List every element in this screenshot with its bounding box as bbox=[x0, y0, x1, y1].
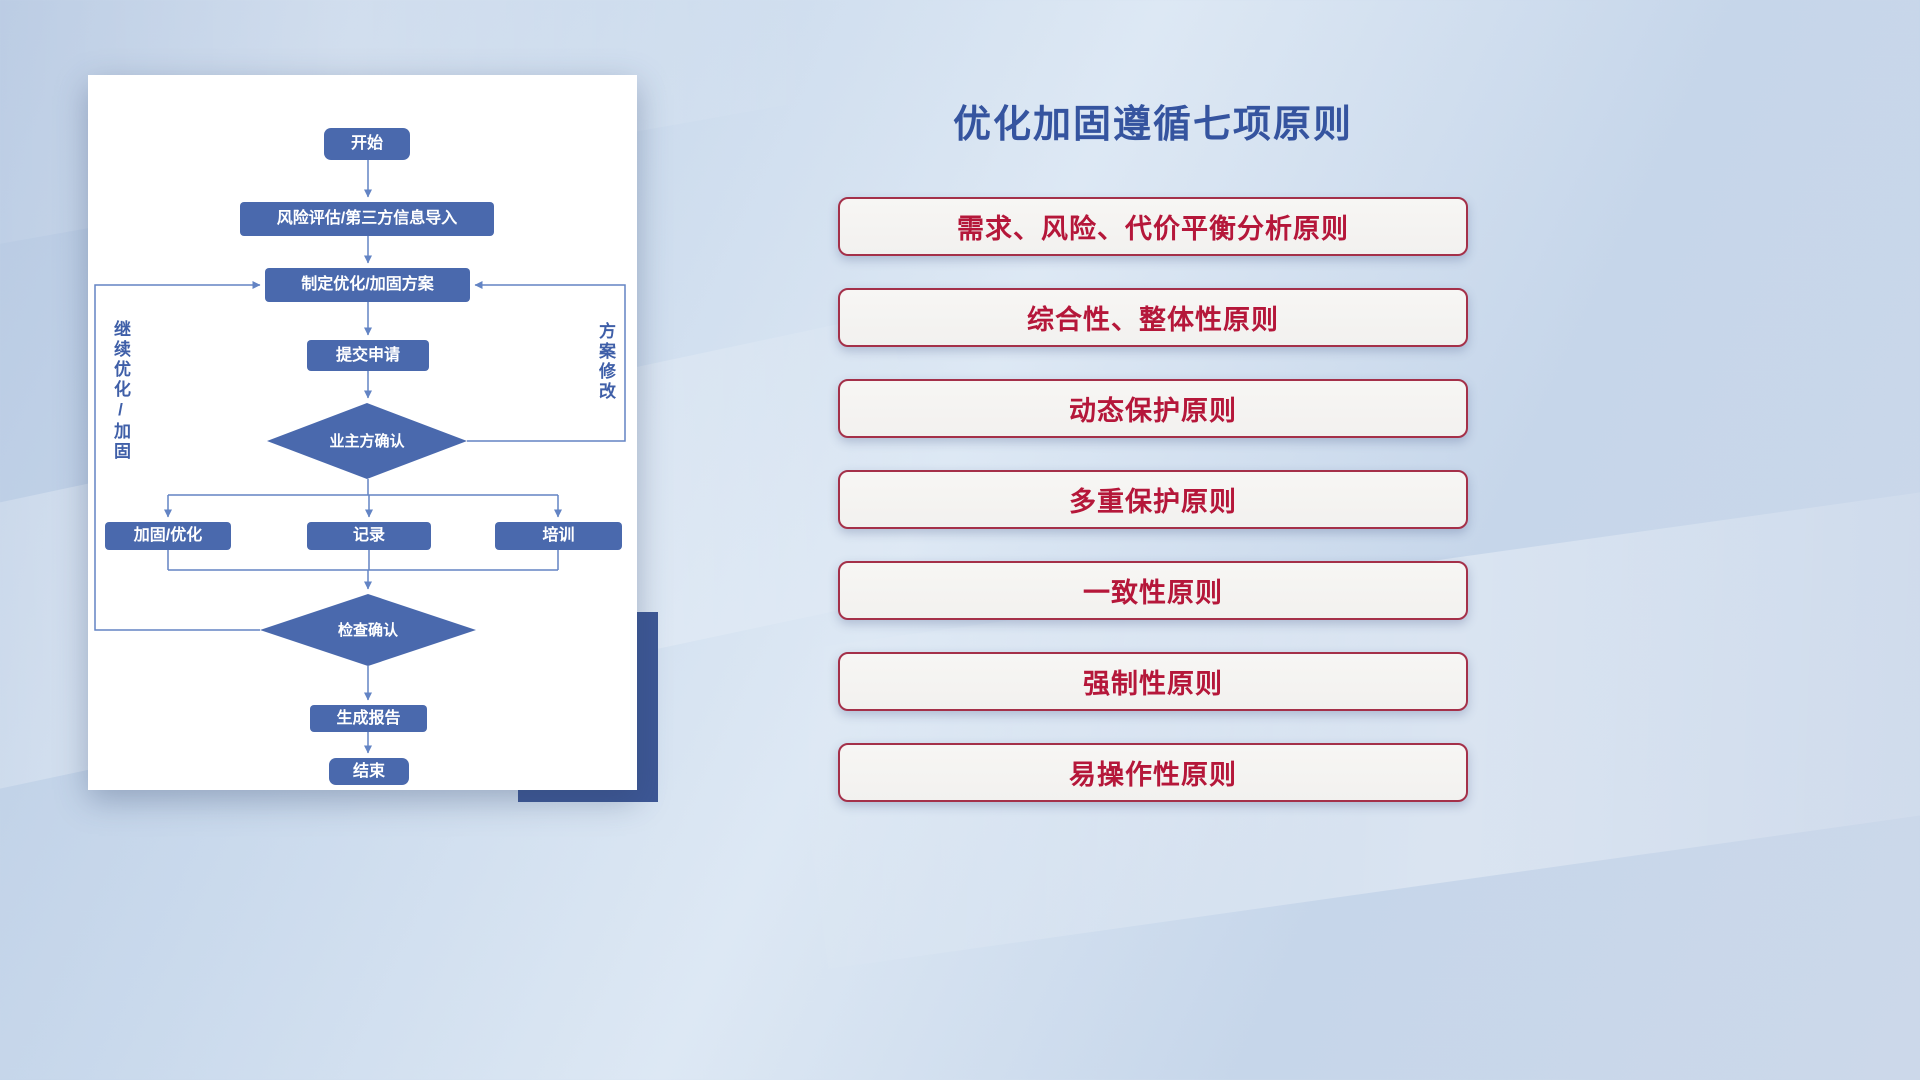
principle-text: 强制性原则 bbox=[1083, 669, 1223, 699]
flow-node-report: 生成报告 bbox=[310, 705, 427, 732]
flow-node-training: 培训 bbox=[495, 522, 622, 550]
flowchart-card: 开始 风险评估/第三方信息导入 制定优化/加固方案 提交申请 业主方确认 加固/… bbox=[88, 75, 637, 790]
principle-card: 一致性原则 bbox=[838, 561, 1468, 620]
principle-card: 多重保护原则 bbox=[838, 470, 1468, 529]
principle-card: 综合性、整体性原则 bbox=[838, 288, 1468, 347]
flow-node-make-plan: 制定优化/加固方案 bbox=[265, 268, 470, 302]
flow-node-submit: 提交申请 bbox=[307, 340, 429, 371]
page-title: 优化加固遵循七项原则 bbox=[952, 104, 1353, 146]
principle-text: 动态保护原则 bbox=[1069, 396, 1237, 426]
principle-card: 动态保护原则 bbox=[838, 379, 1468, 438]
flow-node-harden: 加固/优化 bbox=[105, 522, 231, 550]
principle-text: 多重保护原则 bbox=[1069, 487, 1237, 517]
principle-text: 综合性、整体性原则 bbox=[1027, 305, 1279, 335]
flow-node-risk-import: 风险评估/第三方信息导入 bbox=[240, 202, 494, 236]
principles-list: 需求、风险、代价平衡分析原则 综合性、整体性原则 动态保护原则 多重保护原则 一… bbox=[838, 197, 1468, 802]
loop-label-continue-optimize: 继续优化/加固 bbox=[111, 320, 130, 462]
principle-card: 易操作性原则 bbox=[838, 743, 1468, 802]
flow-node-start: 开始 bbox=[324, 128, 410, 160]
loop-label-plan-modify: 方案修改 bbox=[596, 322, 615, 402]
flow-node-record: 记录 bbox=[307, 522, 431, 550]
principle-card: 需求、风险、代价平衡分析原则 bbox=[838, 197, 1468, 256]
principle-card: 强制性原则 bbox=[838, 652, 1468, 711]
principle-text: 易操作性原则 bbox=[1069, 760, 1237, 790]
principle-text: 需求、风险、代价平衡分析原则 bbox=[957, 214, 1349, 244]
flow-connectors bbox=[94, 160, 626, 754]
principle-text: 一致性原则 bbox=[1083, 578, 1223, 608]
flow-node-end: 结束 bbox=[329, 758, 409, 785]
